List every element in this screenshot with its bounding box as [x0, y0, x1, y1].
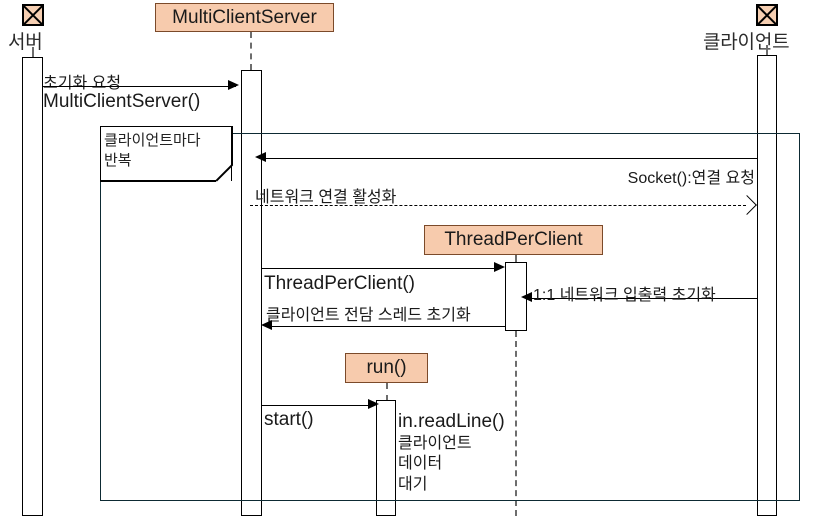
message-label-m4: ThreadPerClient(): [264, 273, 415, 294]
message-line-m1: [43, 86, 236, 87]
note-text: 클라이언트마다 반복: [104, 132, 201, 169]
message-label-m5: 1:1 네트워크 입출력 초기화: [533, 287, 716, 304]
arrowhead-m7: [368, 399, 379, 409]
object-box-threadperclient[interactable]: ThreadPerClient: [424, 225, 603, 255]
arrowhead-m1: [228, 80, 239, 90]
message-line-m4: [262, 268, 497, 269]
annotation-body-readline: 클라이언트 데이터 대기: [398, 435, 472, 493]
arrowhead-m5: [521, 292, 532, 302]
message-label-m6: 클라이언트 전담 스레드 초기화: [266, 307, 471, 324]
message-line-m3: [250, 205, 746, 206]
annotation-heading-readline: in.readLine(): [398, 411, 505, 432]
object-box-multiclientserver[interactable]: MultiClientServer: [155, 3, 334, 32]
message-label-m1-bottom: MultiClientServer(): [43, 91, 201, 112]
message-label-m7: start(): [264, 409, 314, 430]
message-line-m5: [528, 298, 757, 299]
message-line-m7: [262, 405, 372, 406]
actor-label-client: 클라이언트: [703, 32, 790, 53]
message-line-m6: [268, 326, 506, 327]
note-right-edge: [231, 126, 233, 165]
arrowhead-m4: [494, 262, 505, 272]
arrowhead-m2: [255, 152, 266, 162]
lifeline-threadperclient-top: [515, 255, 517, 263]
message-label-m1-top: 초기화 요청: [43, 75, 122, 92]
actor-crossed-box-icon-server: [22, 4, 44, 26]
actor-crossed-box-icon-client: [756, 4, 778, 26]
lifeline-threadperclient-bottom: [515, 331, 517, 516]
lifeline-run-top: [386, 383, 388, 401]
message-label-m2: Socket():연결 요청: [627, 170, 755, 187]
lifeline-client: [766, 45, 768, 57]
note-bottom-edge: [100, 180, 216, 182]
arrowhead-m6: [261, 320, 272, 330]
object-box-run[interactable]: run(): [345, 353, 428, 383]
message-label-m3: 네트워크 연결 활성화: [255, 189, 397, 206]
lifeline-multiclientserver-top: [250, 32, 252, 70]
lifeline-server: [32, 47, 34, 59]
message-line-m2: [262, 158, 757, 159]
loop-fragment-frame: [100, 133, 800, 501]
actor-label-server: 서버: [8, 32, 43, 53]
activation-bar-server: [22, 57, 43, 516]
